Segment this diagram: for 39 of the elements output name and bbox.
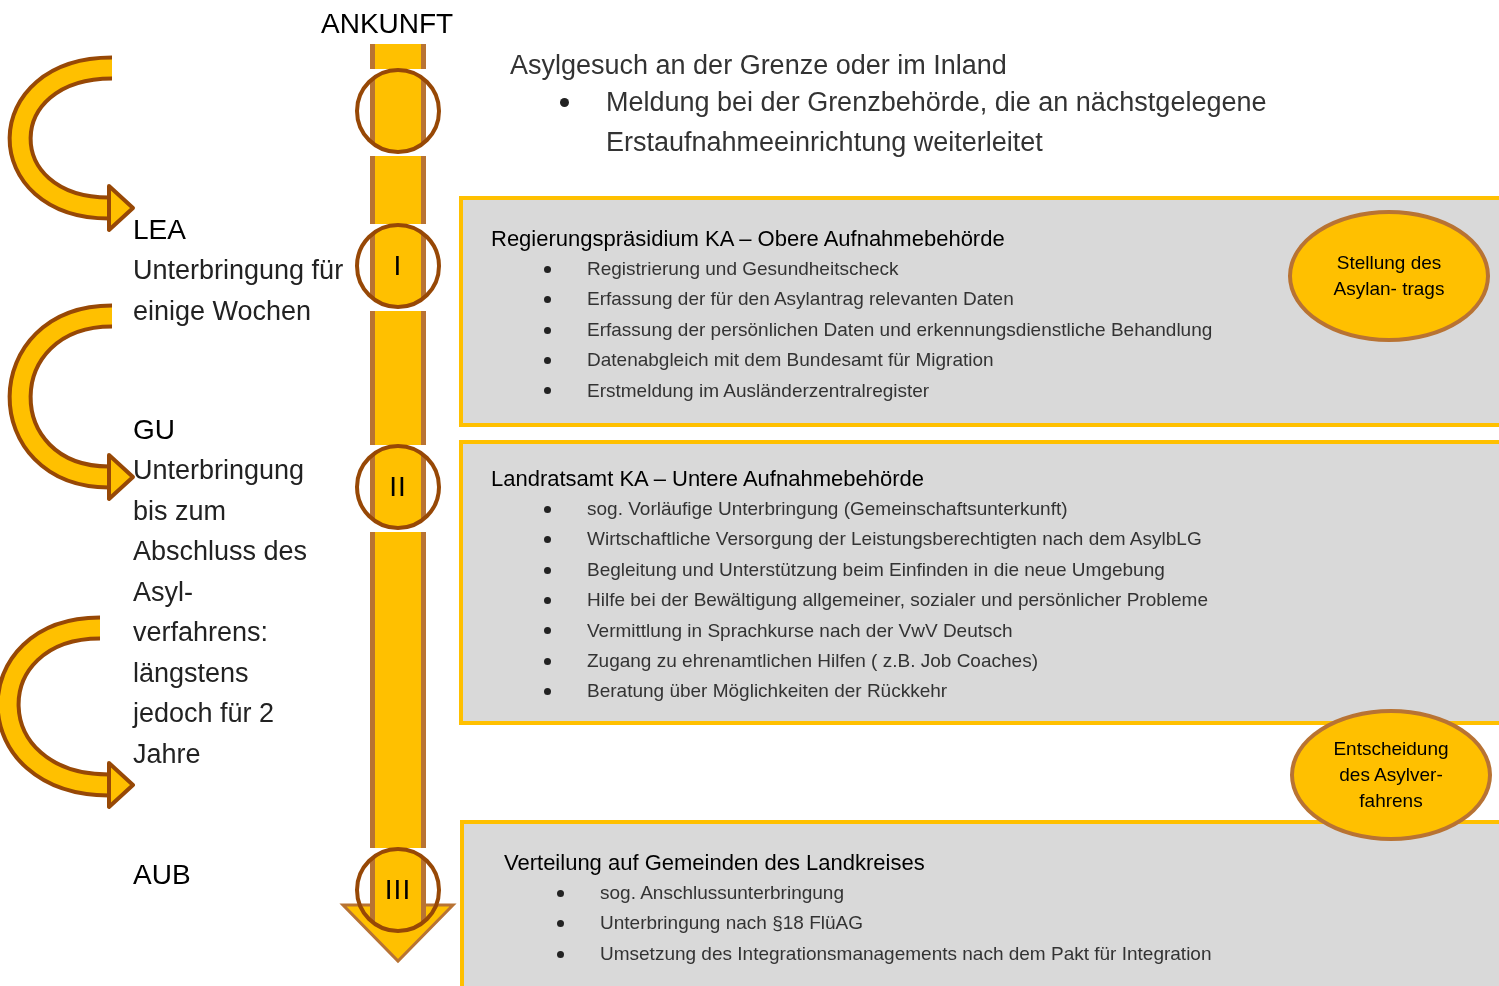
stage-numeral: II [389,471,407,503]
stage-description: Unterbringung bis zum Abschluss des Asyl- verfahrens: längstens jedoch für 2 Jahre [133,454,309,771]
list-item: Vermittlung in Sprachkurse nach der VwV Deutsch [587,618,1013,643]
list-item: Datenabgleich mit dem Bundesamt für Migration [587,348,994,373]
list-item: Zugang zu ehrenamtlichen Hilfen ( z.B. Job Coaches) [587,649,1038,674]
list-item: Erstmeldung im Ausländerzentralregister [587,378,930,403]
list-item: Wirtschaftliche Versorgung der Leistungsberechtigten nach dem AsylbLG [587,527,1202,552]
panel-heading: Regierungspräsidium KA – Obere Aufnahmebehörde [491,225,1006,253]
list-item: Registrierung und Gesundheitscheck [587,257,899,281]
stage-circle [355,847,441,933]
panel-heading: Landratsamt KA – Untere Aufnahmebehörde [491,465,925,493]
ellipse-text: Stellung des Asylan- trags [1332,251,1446,301]
info-panel [460,820,1499,986]
ellipse-text: Entscheidung des Asylver- fahrens [1332,737,1450,813]
list-item: Meldung bei der Grenzbehörde, die an nächstgelegene Erstaufnahmeeinrichtung weiterleitet [606,86,1268,159]
info-panel [459,440,1499,725]
timeline-heading: ANKUNFT [321,8,454,40]
list-item: Begleitung und Unterstützung beim Einfinden in die neue Umgebung [587,557,1165,582]
list-item: Umsetzung des Integrationsmanagements nach dem Pakt für Integration [600,941,1212,966]
info-panel [459,196,1499,427]
stage-numeral: III [384,874,412,906]
stage-name: LEA [133,213,187,247]
curved-arrow [7,303,135,501]
list-item: Hilfe bei der Bewältigung allgemeiner, sozialer und persönlicher Probleme [587,588,1208,613]
list-item: Erfassung der für den Asylantrag relevanten Daten [587,287,1014,312]
curved-arrow [0,615,135,809]
list-item: Unterbringung nach §18 FlüAG [600,911,863,936]
stage-description: Unterbringung für einige Wochen [133,254,345,328]
list-item: sog. Vorläufige Unterbringung (Gemeinschaftsunterkunft) [587,497,1068,521]
list-item: sog. Anschlussunterbringung [600,881,844,905]
stage-name: AUB [133,858,192,892]
stage-numeral: I [393,250,403,282]
stage-name: GU [133,413,176,447]
panel-heading: Verteilung auf Gemeinden des Landkreises [504,849,926,877]
curved-arrow [7,55,135,232]
timeline-arrow [341,532,455,963]
intro-text: Asylgesuch an der Grenze oder im Inland [510,49,1008,82]
list-item: Beratung über Möglichkeiten der Rückkehr [587,679,948,704]
list-item: Erfassung der persönlichen Daten und erkennungsdienstliche Behandlung [587,317,1213,342]
